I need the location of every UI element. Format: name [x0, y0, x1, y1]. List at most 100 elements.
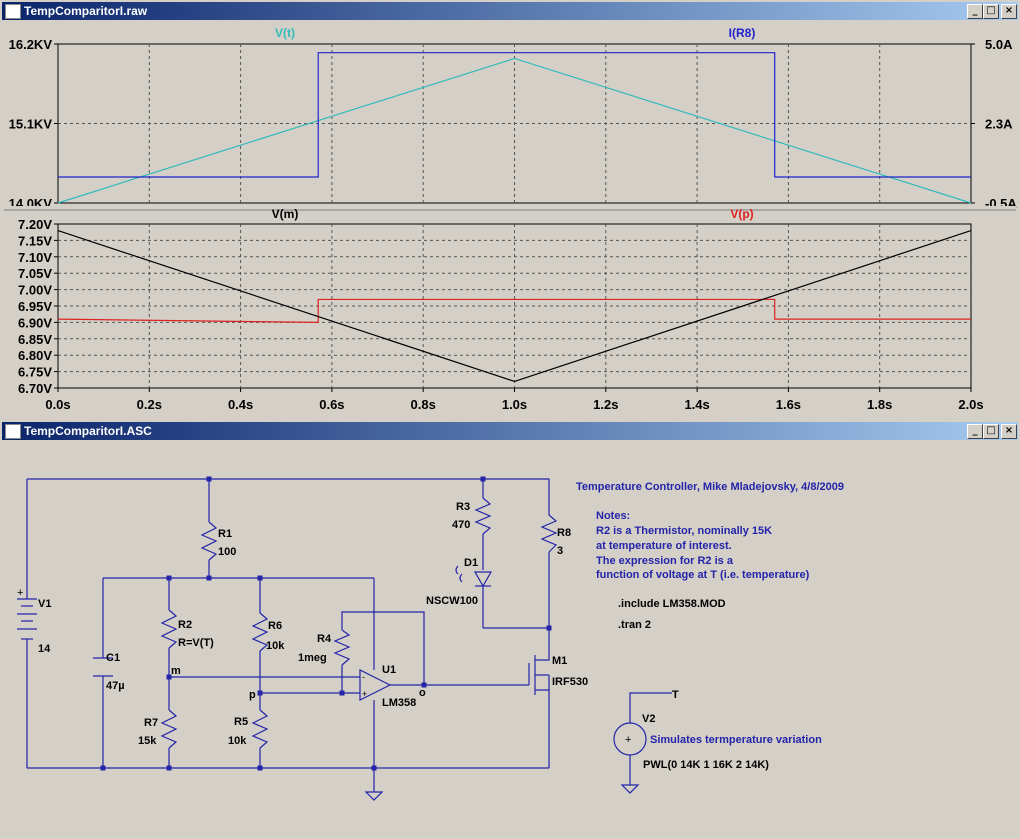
lower-y-tick-label: 6.80V [18, 348, 52, 363]
net-label-t: T [672, 689, 679, 701]
r6-value: 10k [266, 640, 285, 652]
junction-dot [371, 765, 377, 771]
component-symbols [17, 497, 647, 801]
schematic-heading: Temperature Controller, Mike Mladejovsky… [576, 481, 844, 493]
diode-d1-symbol [473, 571, 493, 588]
schematic-annotations: Temperature Controller, Mike Mladejovsky… [576, 481, 844, 746]
r8-value: 3 [557, 545, 563, 557]
waveform-titlebar[interactable]: TempComparitorI.raw _ □ × [2, 2, 1018, 20]
lower-y-tick-label: 6.90V [18, 315, 52, 330]
junction-dot [257, 575, 263, 581]
resistor-r7-symbol [160, 709, 178, 749]
resistor-r5-symbol [251, 709, 269, 749]
d1-name: D1 [464, 557, 478, 569]
svg-text:-: - [362, 672, 365, 682]
v1-polarity: + [17, 587, 23, 599]
svg-text:+: + [362, 689, 367, 699]
v2-value: PWL(0 14K 1 16K 2 14K) [643, 759, 769, 771]
x-tick-label: 0.2s [137, 397, 162, 412]
c1-value: 47µ [106, 680, 125, 692]
x-tick-label: 0.4s [228, 397, 253, 412]
lower-y-axis: 7.20V7.15V7.10V7.05V7.00V6.95V6.90V6.85V… [18, 217, 58, 396]
trace-v-m [57, 229, 972, 383]
lower-right-trace-label: V(p) [730, 207, 753, 221]
r4-name: R4 [317, 633, 332, 645]
upper-left-tick-label: 16.2KV [9, 37, 53, 52]
ground-v2-symbol [620, 784, 640, 794]
x-tick-label: 0.6s [319, 397, 344, 412]
r2-name: R2 [178, 619, 192, 631]
schematic-canvas[interactable]: - + + + V1 14 C1 47µ R1 100 R2 R=V(T) R7… [0, 420, 1020, 839]
minimize-button[interactable]: _ [967, 4, 983, 19]
notes-title: Notes: [596, 510, 630, 522]
upper-left-tick-label: 15.1KV [9, 117, 53, 132]
notes-line-3: The expression for R2 is a [596, 555, 734, 567]
waveform-window-title: TempComparitorI.raw [24, 4, 148, 18]
junction-dot [339, 690, 345, 696]
m1-value: IRF530 [552, 676, 588, 688]
lower-y-tick-label: 6.85V [18, 332, 52, 347]
schematic-titlebar[interactable]: TempComparitorI.ASC _ □ × [2, 422, 1018, 440]
opamp-u1-symbol [359, 669, 392, 701]
r7-value: 15k [138, 735, 157, 747]
v2-comment: Simulates termperature variation [650, 734, 822, 746]
lower-y-tick-label: 6.70V [18, 381, 52, 396]
x-tick-label: 0.8s [411, 397, 436, 412]
r6-name: R6 [268, 620, 282, 632]
u1-value: LM358 [382, 697, 416, 709]
v2-polarity: + [625, 734, 631, 746]
maximize-button[interactable]: □ [983, 4, 999, 19]
r1-name: R1 [218, 528, 232, 540]
ground-symbol [364, 791, 384, 801]
lower-y-tick-label: 6.95V [18, 299, 52, 314]
lower-y-tick-label: 7.00V [18, 283, 52, 298]
r2-value: R=V(T) [178, 637, 214, 649]
minimize-button[interactable]: _ [967, 424, 983, 439]
net-label-o: o [419, 687, 426, 699]
junction-dot [166, 765, 172, 771]
trace-v-p [57, 298, 971, 324]
maximize-button[interactable]: □ [983, 424, 999, 439]
lower-left-trace-label: V(m) [272, 207, 299, 221]
upper-right-tick-label: 2.3A [985, 117, 1013, 132]
v2-name: V2 [642, 713, 655, 725]
component-labels: V1 14 C1 47µ R1 100 R2 R=V(T) R7 15k R6 … [38, 501, 769, 771]
r5-value: 10k [228, 735, 247, 747]
close-button[interactable]: × [1001, 424, 1017, 439]
schematic-window: TempComparitorI.ASC _ □ × [0, 420, 1020, 839]
wires [26, 478, 672, 792]
resistor-r4-symbol [333, 629, 351, 666]
upper-right-trace-label: I(R8) [729, 26, 756, 40]
x-tick-label: 1.4s [684, 397, 709, 412]
tran-directive: .tran 2 [618, 619, 651, 631]
resistor-r8-symbol [540, 514, 558, 553]
resistor-r6-symbol [251, 612, 269, 652]
trace-i-r8 [58, 52, 971, 178]
junction-dot [480, 476, 486, 482]
notes-line-4: function of voltage at T (i.e. temperatu… [596, 569, 810, 581]
schematic-window-title: TempComparitorI.ASC [24, 424, 152, 438]
r3-value: 470 [452, 519, 470, 531]
c1-name: C1 [106, 652, 120, 664]
spice-directives: .include LM358.MOD .tran 2 [618, 598, 726, 631]
waveform-app-icon [5, 4, 21, 19]
junction-dot [206, 575, 212, 581]
notes-line-1: R2 is a Thermistor, nominally 15K [596, 525, 772, 537]
resistor-r1-symbol [200, 521, 218, 561]
source-v2-symbol [613, 722, 647, 756]
opamp-pin-marks: - + [362, 672, 367, 699]
junction-dot [421, 682, 427, 688]
m1-name: M1 [552, 655, 567, 667]
lower-y-tick-label: 7.15V [18, 233, 52, 248]
waveform-window: TempComparitorI.raw _ □ × V(t) I(R8) 16.… [0, 0, 1020, 419]
junction-dot [257, 690, 263, 696]
trace-v-t [57, 57, 972, 204]
junction-dot [166, 674, 172, 680]
r7-name: R7 [144, 717, 158, 729]
notes-line-2: at temperature of interest. [596, 540, 732, 552]
x-tick-label: 2.0s [958, 397, 983, 412]
close-button[interactable]: × [1001, 4, 1017, 19]
lower-y-tick-label: 6.75V [18, 365, 52, 380]
junction-dot [257, 765, 263, 771]
